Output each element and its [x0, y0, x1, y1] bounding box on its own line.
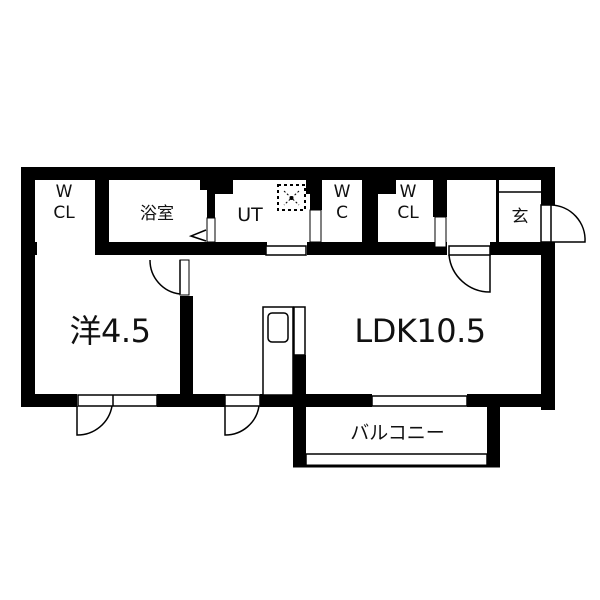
- room-label-entrance: 玄: [511, 207, 529, 227]
- room-label-balcony: バルコニー: [350, 422, 445, 444]
- door-swings: [76, 204, 586, 436]
- washer-drain-icon: [283, 190, 300, 206]
- room-label-bathroom: 浴室: [140, 204, 174, 224]
- washer-pan-icon: [277, 184, 306, 211]
- wc-line2: C: [336, 203, 348, 223]
- walls: [21, 167, 555, 466]
- wcl1-line1: W: [55, 182, 73, 202]
- wc-line1: W: [333, 182, 351, 202]
- room-label-walk-in-closet-1: W CL: [46, 184, 82, 222]
- wcl2-line1: W: [399, 182, 417, 202]
- wcl2-line2: CL: [397, 203, 419, 223]
- balcony-railing: [293, 453, 500, 468]
- room-label-toilet: W C: [326, 184, 358, 222]
- wcl1-line2: CL: [53, 203, 75, 223]
- room-label-walk-in-closet-2: W CL: [388, 184, 428, 222]
- kitchen-counter: [262, 306, 294, 396]
- room-label-utility: UT: [237, 204, 263, 226]
- windows-and-openings: [77, 204, 552, 407]
- room-label-ldk: LDK10.5: [354, 312, 486, 350]
- room-label-western-room: 洋4.5: [69, 312, 151, 350]
